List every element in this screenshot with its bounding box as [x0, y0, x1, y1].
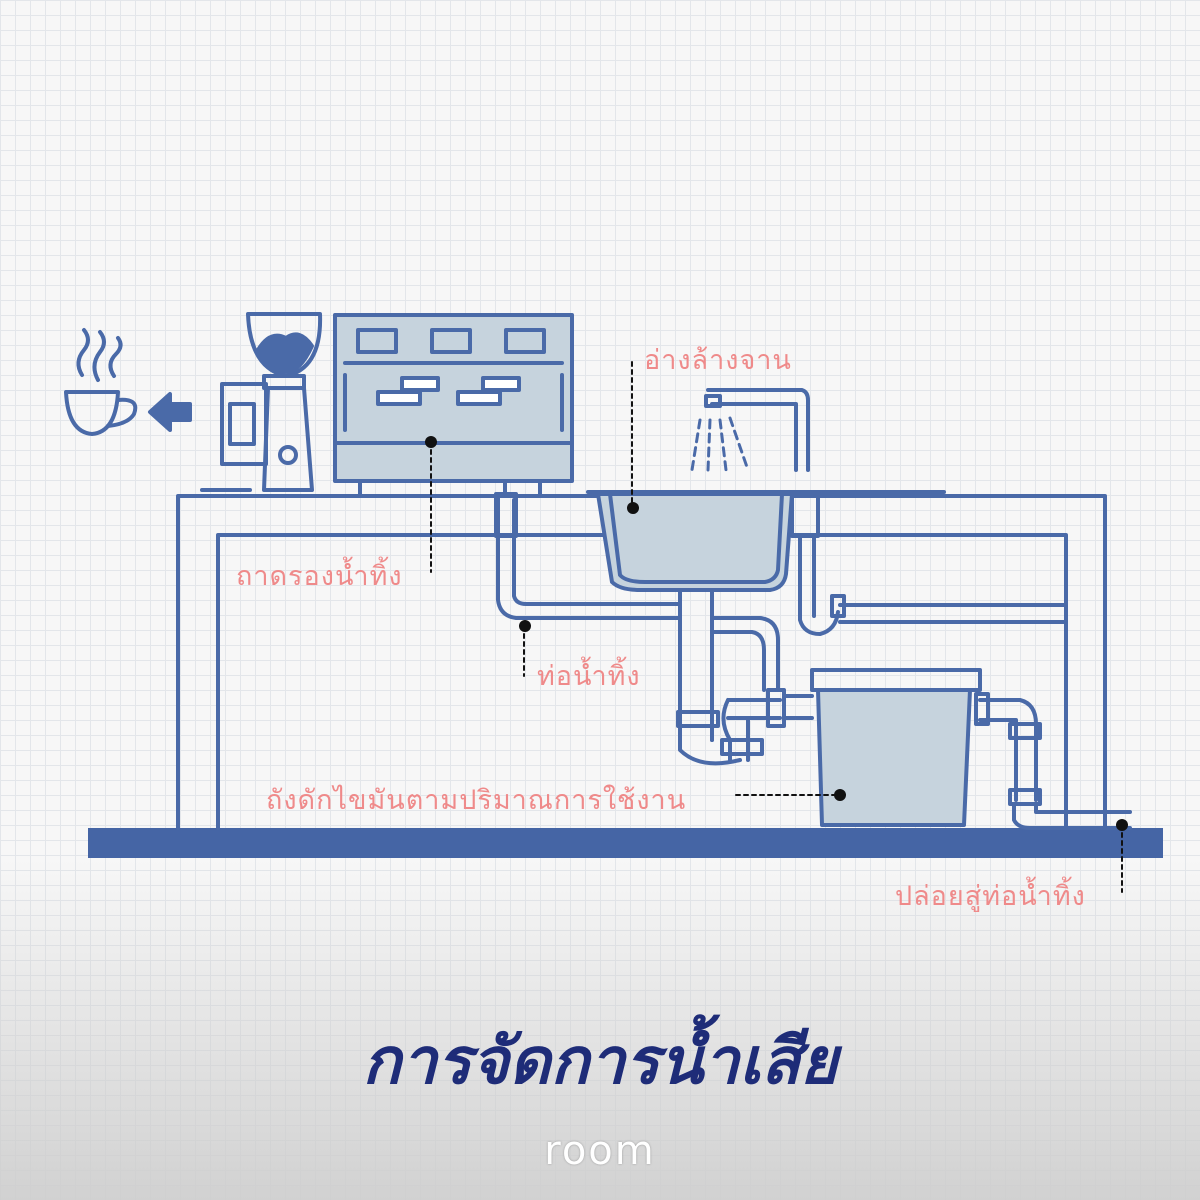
label-drip-tray: ถาดรองน้ำทิ้ง [236, 561, 403, 592]
marker-dots [425, 436, 1128, 831]
espresso-machine [333, 313, 574, 496]
p-trap [676, 688, 814, 766]
floor [88, 828, 1163, 858]
label-grease-trap: ถังดักไขมันตามปริมาณการใช้งาน [266, 785, 687, 816]
label-sink: อ่างล้างจาน [644, 345, 792, 376]
label-outlet: ปล่อยสู่ท่อน้ำทิ้ง [895, 881, 1086, 912]
brand-logo: room [544, 1128, 656, 1174]
page-title: การจัดการน้ำเสีย [362, 1025, 838, 1099]
grease-trap-tank [810, 668, 1132, 830]
label-drain-pipe: ท่อน้ำทิ้ง [537, 661, 641, 692]
faucet [690, 388, 810, 472]
leader-lines [430, 361, 1123, 893]
drain-pipe [494, 492, 1068, 636]
coffee-cup-icon [64, 328, 138, 436]
arrow-left-icon [148, 392, 192, 432]
sink [586, 490, 946, 742]
coffee-grinder [200, 312, 323, 492]
